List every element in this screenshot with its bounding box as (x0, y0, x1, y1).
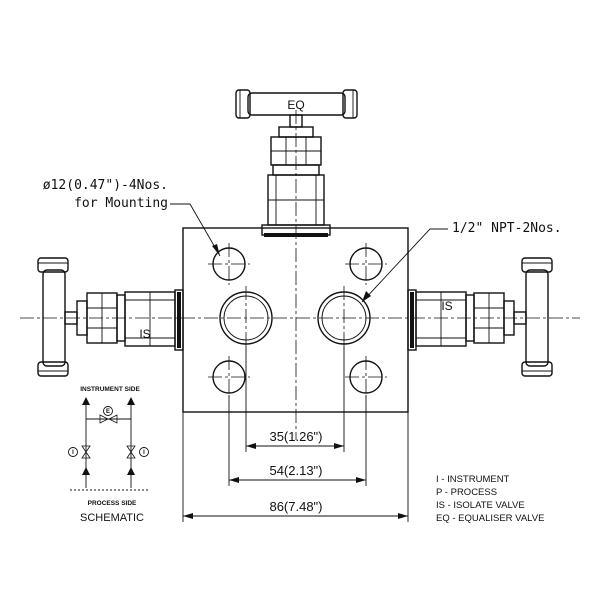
mounting-callout-line1: ø12(0.47")-4Nos. (43, 178, 168, 193)
legend-item: EQ - EQUALISER VALVE (436, 513, 544, 524)
right-handle-label: IS (441, 299, 452, 313)
mounting-callout (170, 203, 221, 257)
schematic-eq-symbol: E (106, 409, 110, 415)
schematic-caption: SCHEMATIC (80, 512, 144, 524)
mounting-holes (208, 243, 387, 398)
dim-middle-label: 54(2.13") (269, 463, 322, 478)
legend-item: I - INSTRUMENT (436, 474, 510, 485)
legend: I - INSTRUMENT P - PROCESS IS - ISOLATE … (436, 474, 544, 524)
legend-item: P - PROCESS (436, 487, 497, 498)
dim-inner-label: 35(1.26") (269, 429, 322, 444)
left-is-valve (37, 257, 184, 377)
npt-ports (219, 286, 371, 350)
right-is-valve (407, 257, 553, 377)
legend-item: IS - ISOLATE VALVE (436, 500, 525, 511)
schematic-diagram (68, 397, 149, 491)
npt-callout (361, 228, 448, 303)
dimension-lines (182, 346, 409, 522)
mounting-callout-line2: for Mounting (74, 196, 168, 211)
schematic-bottom-label: PROCESS SIDE (88, 500, 137, 507)
left-handle-label: IS (139, 327, 150, 341)
schematic-is-symbol-right: I (143, 450, 145, 456)
schematic-is-symbol-left: I (72, 450, 74, 456)
npt-callout-label: 1/2" NPT-2Nos. (452, 221, 562, 236)
schematic-top-label: INSTRUMENT SIDE (80, 386, 140, 393)
top-eq-valve (235, 89, 358, 237)
top-handle-label: EQ (287, 98, 304, 112)
dim-outer-label: 86(7.48") (269, 499, 322, 514)
